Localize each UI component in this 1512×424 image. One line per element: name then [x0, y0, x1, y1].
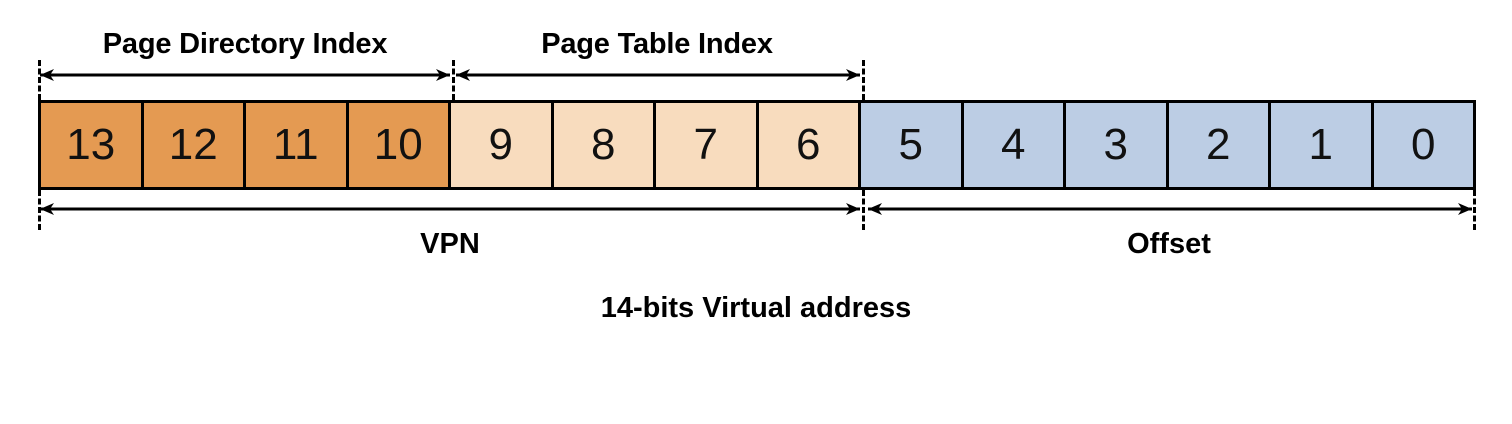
- bit-cell-7: 7: [656, 103, 759, 187]
- top-span-label-page-directory-index: Page Directory Index: [102, 28, 388, 60]
- bit-cell-11: 11: [246, 103, 349, 187]
- bit-cell-3: 3: [1066, 103, 1169, 187]
- bit-cell-5: 5: [861, 103, 964, 187]
- guide-tick-pdi-pti-top: [452, 60, 455, 100]
- bit-cell-2: 2: [1168, 103, 1271, 187]
- diagram-caption: 14-bits Virtual address: [600, 292, 912, 324]
- bit-cell-8: 8: [553, 103, 656, 187]
- bit-field-row: 13 12 11 10 9 8 7 6 5 4 3 2 1 0: [38, 100, 1476, 190]
- top-span-label-page-table-index: Page Table Index: [541, 28, 773, 60]
- bit-cell-1: 1: [1271, 103, 1374, 187]
- bit-cell-12: 12: [143, 103, 246, 187]
- bit-cell-13: 13: [41, 103, 144, 187]
- guide-tick-vpn-offset-bottom: [862, 190, 865, 230]
- guide-tick-left-top: [38, 60, 41, 100]
- bit-cell-9: 9: [451, 103, 554, 187]
- guide-tick-left-bottom: [38, 190, 41, 230]
- bottom-span-label-vpn: VPN: [420, 228, 480, 260]
- bottom-span-label-offset: Offset: [1127, 228, 1211, 260]
- bit-cell-10: 10: [348, 103, 451, 187]
- guide-tick-right-bottom: [1473, 190, 1476, 230]
- bit-cell-4: 4: [963, 103, 1066, 187]
- guide-tick-vpn-offset-top: [862, 60, 865, 100]
- bit-cell-0: 0: [1373, 103, 1473, 187]
- bit-cell-6: 6: [758, 103, 861, 187]
